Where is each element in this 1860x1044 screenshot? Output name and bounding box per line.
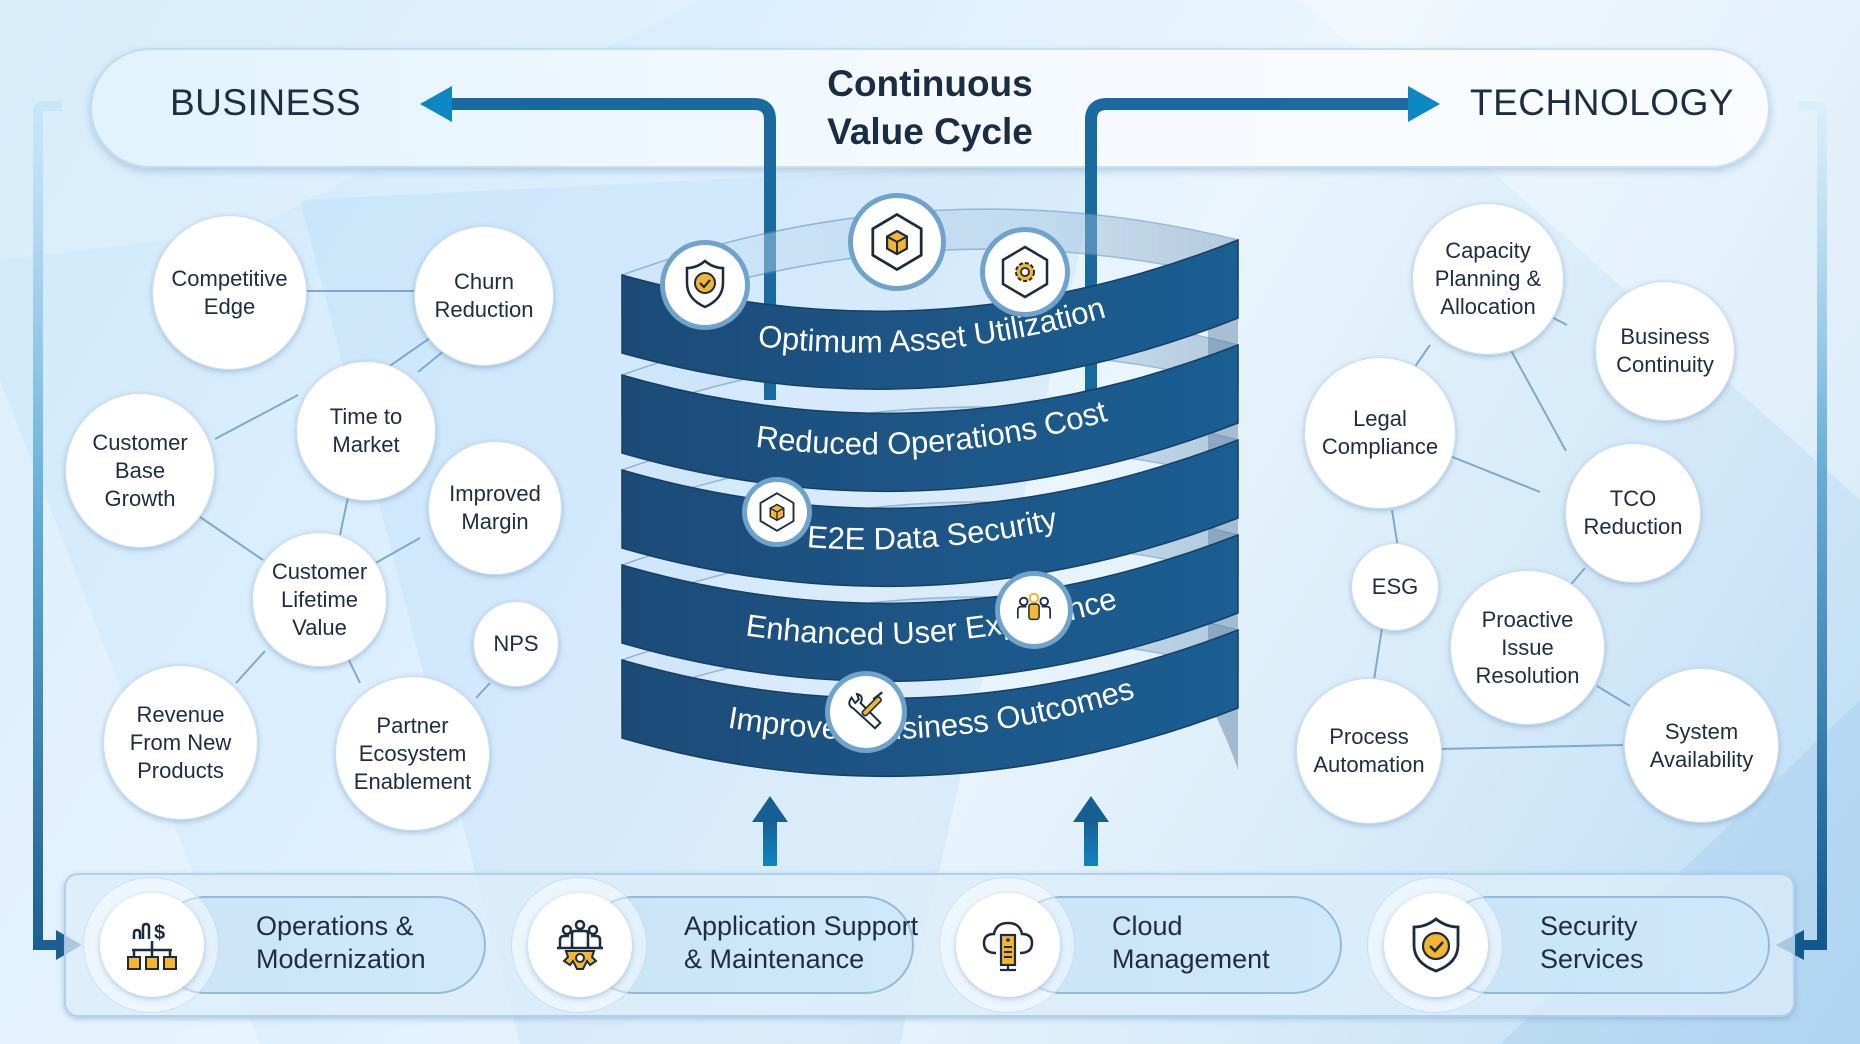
svg-text:$: $ <box>154 922 165 944</box>
team-gear-icon <box>557 919 603 970</box>
header-pill <box>90 48 1770 168</box>
title-line-1: Continuous <box>827 63 1033 104</box>
icon-circle <box>956 893 1060 997</box>
hexagon-cube-icon <box>848 193 946 291</box>
service-pill <box>584 896 914 994</box>
bubble-esg: ESG <box>1351 543 1439 631</box>
diagram-title: Continuous Value Cycle <box>780 60 1080 156</box>
hexagon-cube-icon <box>742 477 812 547</box>
hexagon-gear-icon <box>980 227 1070 317</box>
service-pill <box>156 896 486 994</box>
icon-circle: $ <box>100 893 204 997</box>
wrench-screwdriver-icon <box>825 671 907 753</box>
icon-circle <box>528 893 632 997</box>
service-pill <box>1012 896 1342 994</box>
shield-check-icon <box>1412 917 1460 973</box>
title-line-2: Value Cycle <box>827 111 1033 152</box>
icon-circle <box>1384 893 1488 997</box>
service-label: Application Support& Maintenance <box>684 911 919 974</box>
spiral-band <box>621 438 1239 588</box>
spiral-band <box>621 343 1239 493</box>
business-label: BUSINESS <box>170 82 362 123</box>
service-pill <box>1440 896 1770 994</box>
org-chart-dollar-icon: $ <box>127 922 177 970</box>
bubble-nps: NPS <box>473 601 559 687</box>
spiral-band <box>621 628 1239 778</box>
service-label: Operations &Modernization <box>256 911 426 974</box>
cloud-server-icon <box>982 921 1034 972</box>
spiral-band <box>621 533 1239 683</box>
shield-check-icon <box>660 240 750 330</box>
team-icon <box>995 571 1073 649</box>
technology-label: TECHNOLOGY <box>1470 82 1735 123</box>
spiral-band <box>621 238 1239 390</box>
